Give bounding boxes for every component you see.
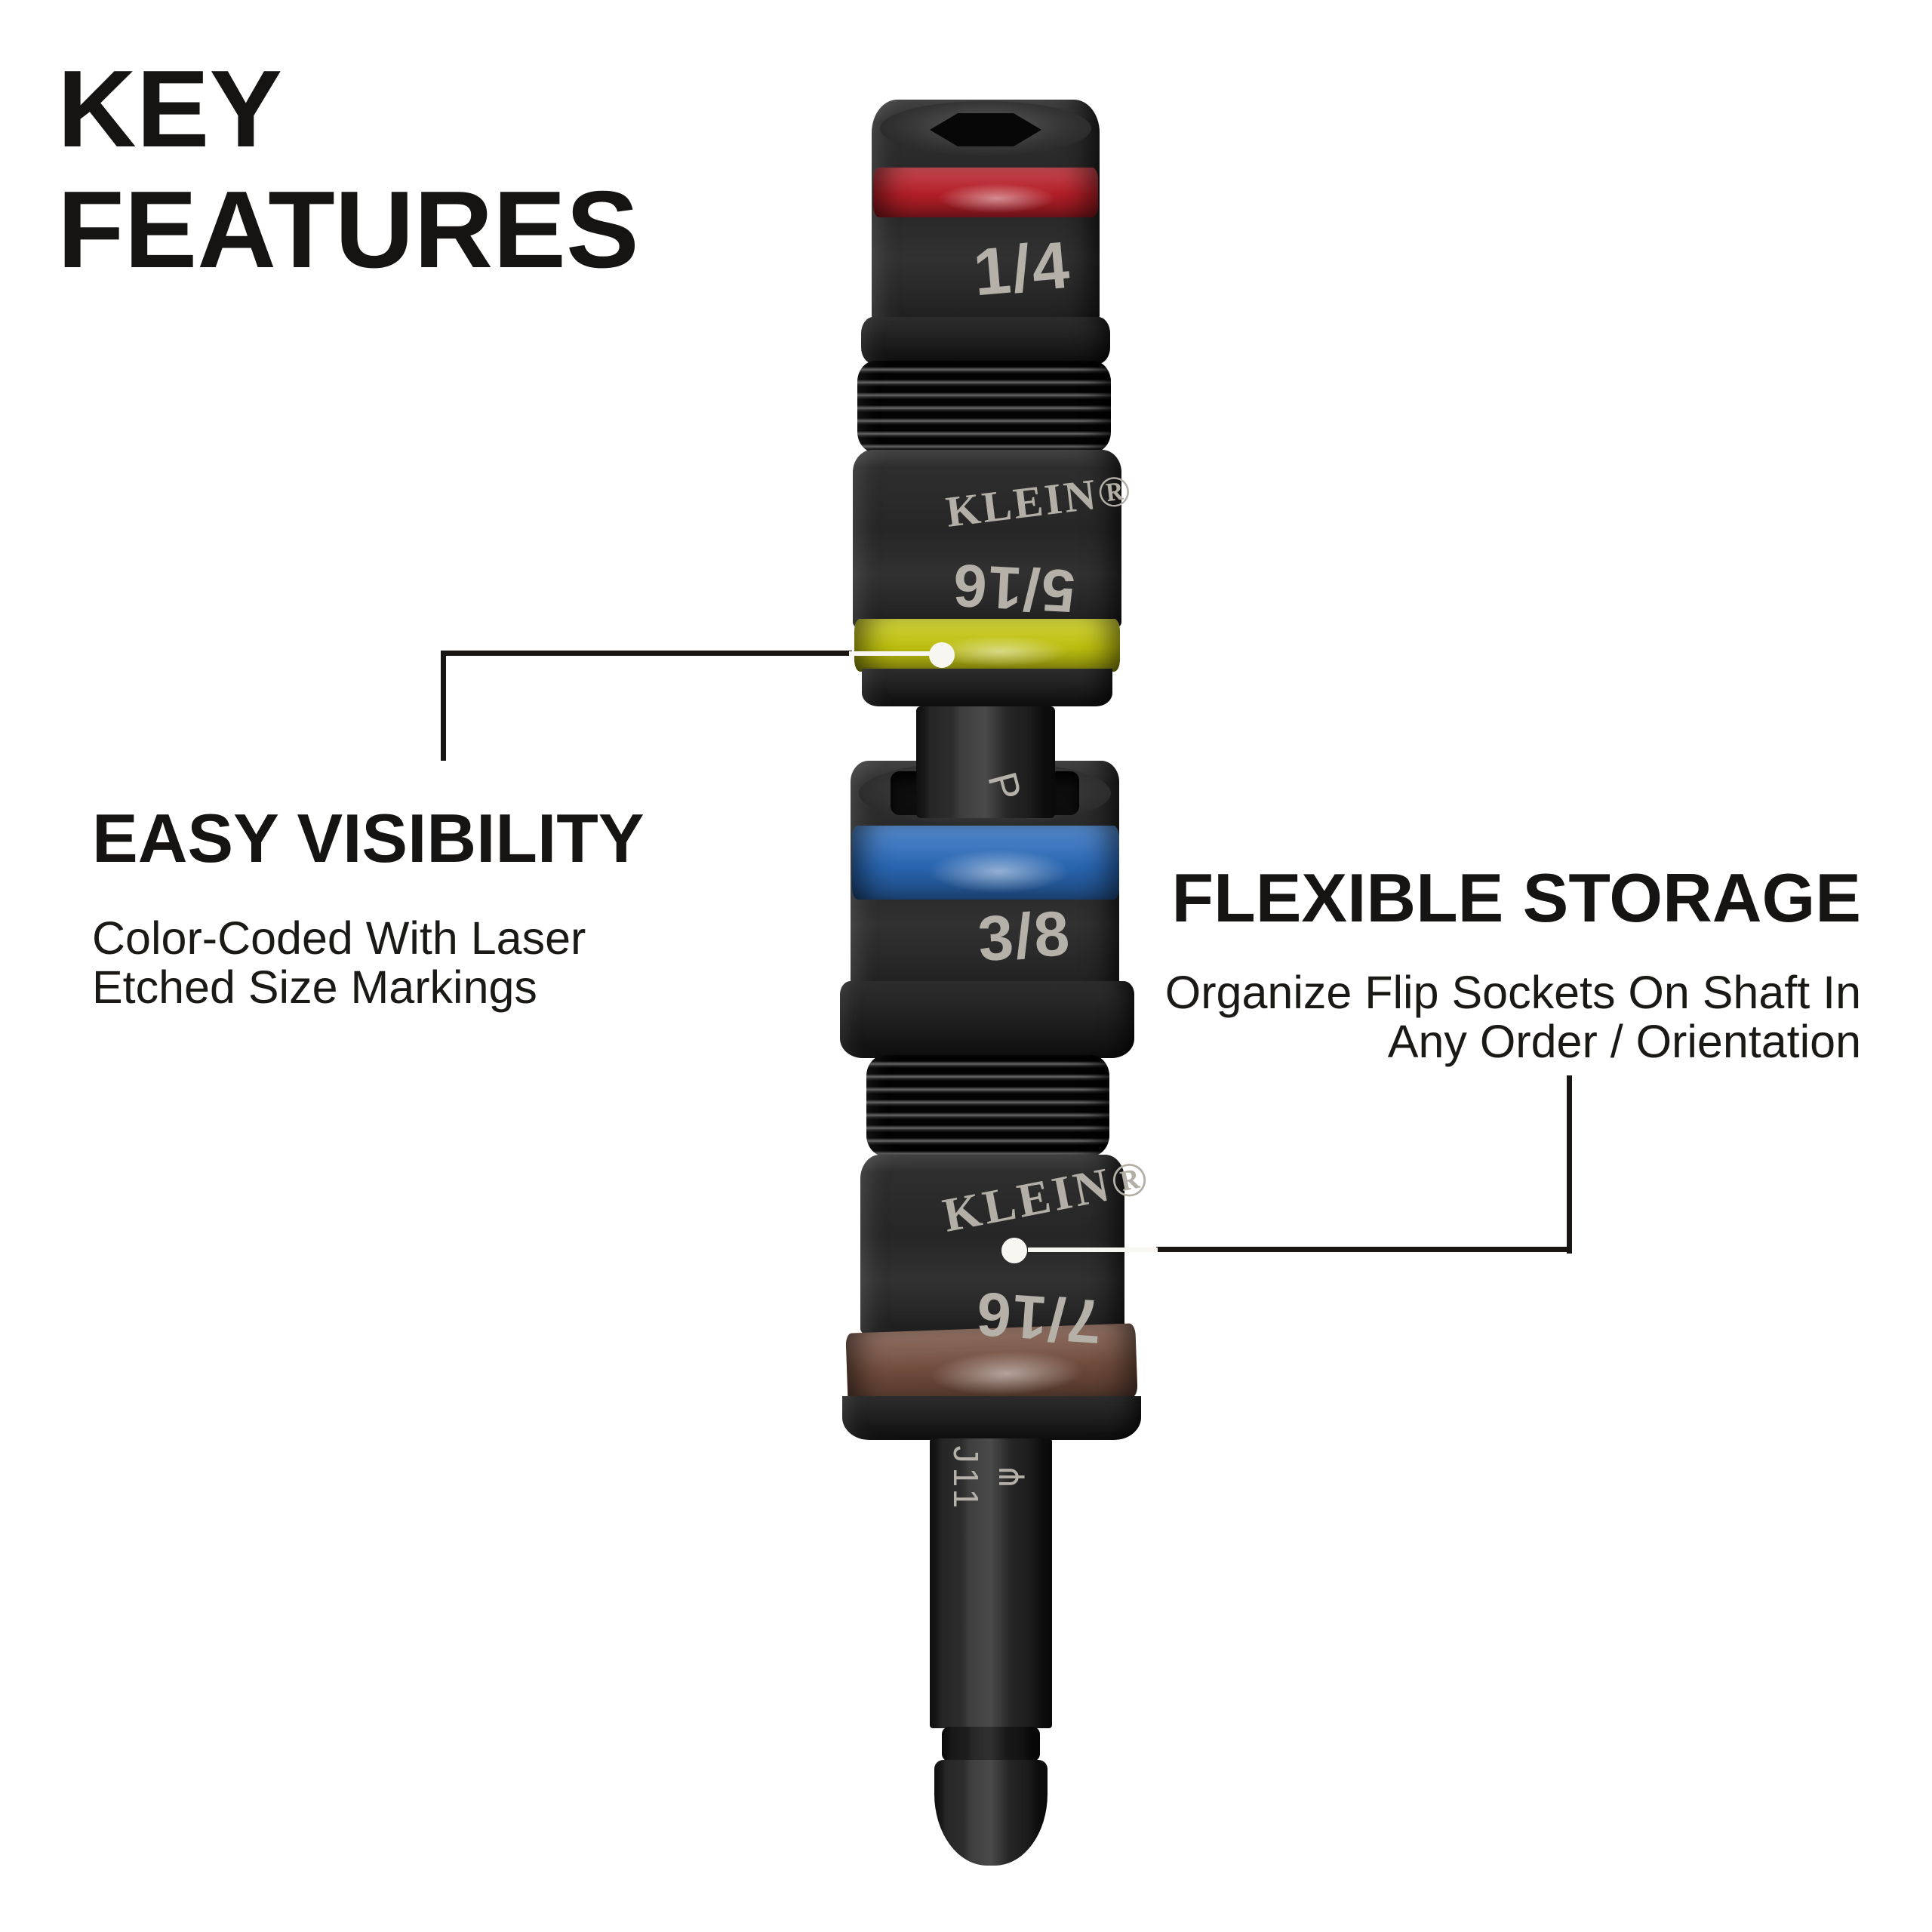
socket-five-sixteenth-bottom-ring bbox=[862, 669, 1112, 706]
socket-three-eighth-flare bbox=[840, 981, 1134, 1058]
feature-flexible-storage-heading: FLEXIBLE STORAGE bbox=[1171, 860, 1861, 937]
flip-spring-upper bbox=[857, 361, 1111, 453]
feature-easy-visibility-text: Color-Coded With Laser Etched Size Marki… bbox=[92, 912, 586, 1013]
socket-three-eighth-color-band bbox=[852, 826, 1119, 900]
left-callout-dot bbox=[929, 642, 955, 668]
flip-spring-lower bbox=[866, 1055, 1109, 1156]
socket-three-eighth-size-label: 3/8 bbox=[975, 897, 1073, 975]
right-callout-white-segment bbox=[1028, 1247, 1158, 1252]
left-callout-horizontal-line bbox=[441, 651, 852, 656]
hex-drive-bit-tip bbox=[934, 1760, 1048, 1866]
feature-flexible-storage-text: Organize Flip Sockets On Shaft In Any Or… bbox=[1164, 967, 1861, 1067]
page-title: KEY FEATURES bbox=[57, 48, 639, 291]
socket-five-sixteenth-body bbox=[853, 450, 1121, 628]
right-callout-horizontal-line bbox=[1156, 1247, 1572, 1252]
feature-flexible-storage: FLEXIBLE STORAGE Organize Flip Sockets O… bbox=[1165, 864, 1861, 1066]
socket-seven-sixteenth-body bbox=[860, 1155, 1124, 1334]
hex-drive-bit-markings: ⋔ J11 bbox=[946, 1426, 1034, 1532]
left-callout-white-segment bbox=[849, 651, 934, 656]
right-callout-vertical-line bbox=[1567, 1075, 1572, 1254]
left-callout-vertical-line bbox=[441, 651, 446, 761]
socket-quarter-flange bbox=[861, 317, 1110, 364]
socket-five-sixteenth-color-band bbox=[854, 619, 1120, 672]
socket-seven-sixteenth-size-label: 7/16 bbox=[972, 1278, 1104, 1356]
hex-drive-bit-groove bbox=[942, 1727, 1040, 1761]
hex-drive-bit-shank bbox=[930, 1438, 1052, 1728]
socket-quarter-size-label: 1/4 bbox=[970, 226, 1074, 310]
right-callout-dot bbox=[1001, 1238, 1027, 1263]
socket-seven-sixteenth-bottom-ring bbox=[842, 1396, 1141, 1440]
feature-easy-visibility-heading: EASY VISIBILITY bbox=[92, 801, 645, 877]
klein-lineman-logo-icon: ⋔ bbox=[992, 1462, 1031, 1497]
socket-five-sixteenth-size-label: 5/16 bbox=[949, 551, 1077, 626]
socket-quarter-color-band bbox=[873, 168, 1098, 217]
feature-easy-visibility: EASY VISIBILITY Color-Coded With Laser E… bbox=[92, 804, 645, 1012]
hex-shaft-middle bbox=[916, 706, 1055, 818]
hex-drive-bit-size-code: J11 bbox=[946, 1445, 986, 1513]
